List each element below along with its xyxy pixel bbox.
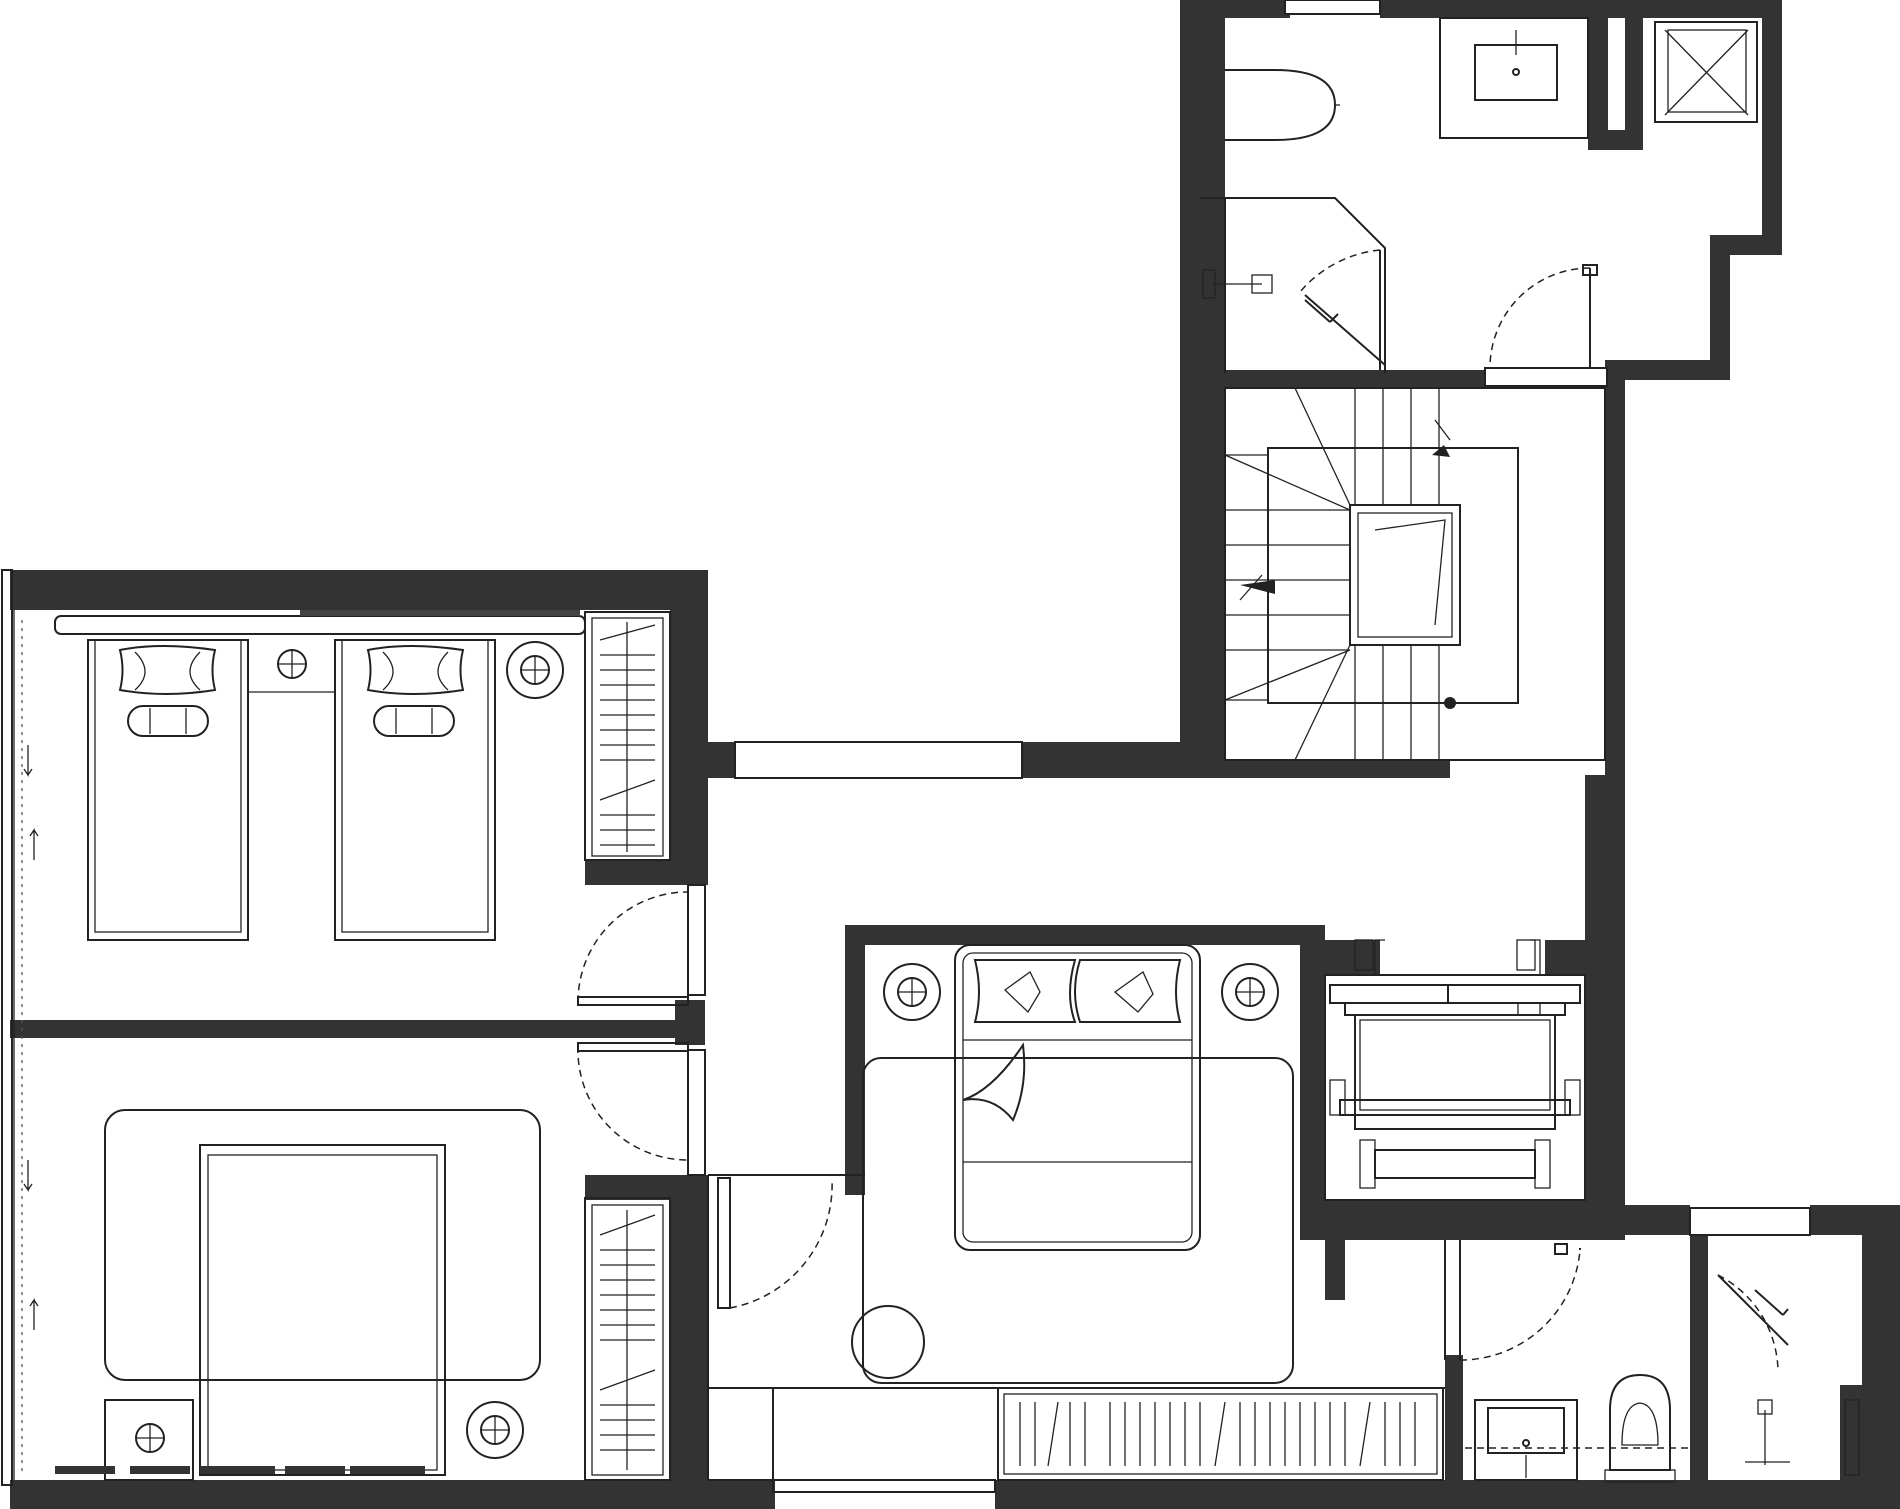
wall-upper-top-b [1380,0,1780,18]
master-door-leaf [717,1177,731,1309]
wall-right-lower [1585,775,1625,1225]
wall-closet-drop [1325,1200,1345,1300]
wall-shower-left [1588,0,1608,150]
wall-bath2-mid [1690,1235,1708,1485]
stair-node [1444,697,1456,709]
pillow-2 [366,645,465,695]
wall-master-left [845,925,865,1195]
wall-corridor-north [1022,742,1182,778]
wall-bath2-top-a [1625,1205,1690,1235]
twin-bed-1 [87,639,249,941]
walk-in-closet [1324,939,1586,1201]
double-bed [199,1144,446,1476]
shower-door [1304,294,1386,366]
wall-step-3 [1605,360,1730,380]
bedroom-twin [54,610,671,941]
bath2-toilet [1609,1373,1671,1471]
vanity-counter [1439,17,1589,139]
stair-well [1267,447,1519,704]
lower-bathroom [1444,1207,1860,1483]
bath2-vanity [1474,1399,1578,1481]
wall-closet-top-b [1545,940,1605,975]
shower-enclosure [1200,197,1386,373]
wall-bottom-left [10,1480,775,1509]
bath2-niche [1844,1399,1860,1476]
master-wardrobe [997,1387,1444,1481]
nightstand-3 [104,1399,194,1481]
staircase [1224,387,1606,761]
master-rug [862,1057,1294,1384]
bath2-sink [1487,1407,1565,1454]
rug [104,1109,541,1381]
wall-closet-top-a [1320,940,1380,975]
window-bottom [772,1479,996,1493]
cabinet-small [707,1387,774,1481]
stair-marker-b [1432,445,1450,457]
master-lamp-1 [883,963,941,1021]
bedroom-double [55,1109,671,1481]
wall-shower-jamb [1625,18,1643,148]
master-lamp-2 [1221,963,1279,1021]
wardrobe-1 [584,611,671,861]
wardrobe-1-hangers [599,622,656,852]
master-wardrobe-hangers [1019,1401,1416,1467]
wall-bedroom2-right [670,1175,708,1509]
wall-bedroom-stub [705,742,735,778]
wall-upper-right [1762,0,1782,255]
lamp-4 [466,1401,524,1459]
wardrobe-2-hangers [599,1210,656,1470]
bath-window [1284,0,1381,15]
corridor-opening [734,741,1023,779]
master-bed [954,944,1201,1251]
wall-bath2-corner [1840,1385,1900,1509]
door-twin-room [577,996,689,1006]
bolster-2 [373,705,455,737]
wall-upper-top-a [1180,0,1290,18]
master-pillow-2 [1074,959,1182,1023]
upper-bathroom [1200,0,1758,387]
closet-bench [1374,1149,1536,1179]
wall-stair-bottom [1180,760,1450,778]
round-table [851,1305,925,1379]
wall-bath2-left [1445,1355,1463,1485]
toilet [1225,69,1337,141]
wall-wardrobe-bottom [585,860,705,885]
walls [10,0,1900,1509]
nightstand-lamp-2 [506,641,564,699]
bedroom-doors [577,884,706,1176]
stair-marker-a [1240,580,1275,594]
window-left [1,569,39,1486]
stair-arrow [1374,519,1446,626]
twin-bed-2 [334,639,496,941]
bath2-window [1689,1207,1811,1236]
wall-bath-bottom [1200,370,1485,388]
shower-tray [1654,21,1758,123]
door-master-2 [577,1042,689,1052]
closet-rail [1329,984,1581,1004]
wall-bedroom-top [10,570,705,610]
wardrobe-2 [584,1197,671,1481]
wall-master-top [845,925,1325,945]
bed-sheet-fold [962,1042,1026,1122]
wall-bedroom-right [670,570,708,885]
master-pillow-1 [973,959,1077,1023]
bedroom-master [707,944,1445,1493]
bath2-drain [1757,1399,1773,1415]
wall-step-2 [1710,235,1730,375]
pillow-1 [118,645,217,695]
wall-closet-bottom [1300,1200,1625,1240]
bath2-shower-door [1717,1274,1789,1346]
wall-divider-stub [675,1000,705,1045]
bolster-1 [127,705,209,737]
wall-bedroom-divider [10,1020,695,1038]
headboard-shelf [54,615,586,635]
